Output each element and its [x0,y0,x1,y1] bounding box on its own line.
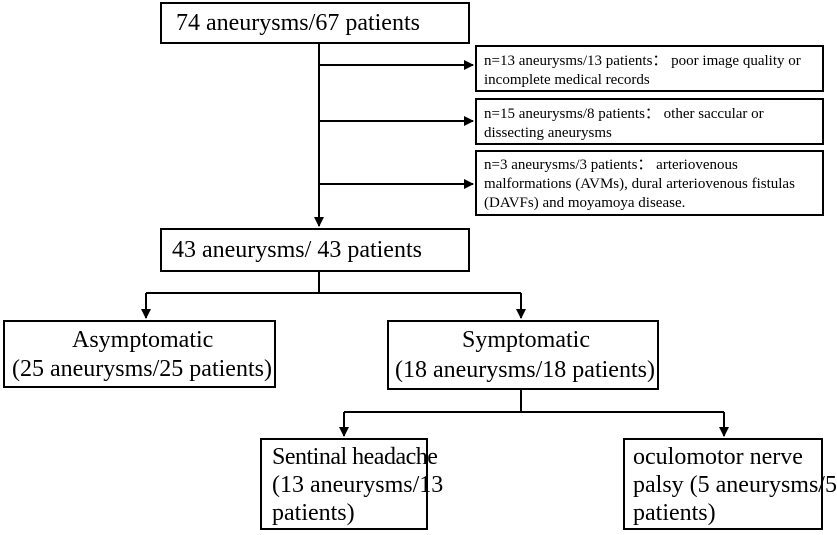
symptomatic-title: Symptomatic [462,327,590,353]
total-label: 74 aneurysms/67 patients [176,10,420,36]
asymptomatic-title: Asymptomatic [72,327,214,353]
exclusion-3-line-2: malformations (AVMs), dural arteriovenou… [484,176,795,192]
box-sentinal-headache: Sentinal headache (13 aneurysms/13 patie… [260,438,443,530]
headache-line-2: (13 aneurysms/13 [272,472,444,498]
oculomotor-line-1: oculomotor nerve [633,444,803,470]
box-exclusion-1: n=13 aneurysms/13 patients： poor image q… [475,45,824,92]
exclusion-1-line-1: n=13 aneurysms/13 patients： poor image q… [484,53,801,69]
included-label: 43 aneurysms/ 43 patients [172,237,422,263]
asymptomatic-count: (25 aneurysms/25 patients) [12,356,272,382]
box-total: 74 aneurysms/67 patients [160,2,470,44]
exclusion-3-line-3: (DAVFs) and moyamoya disease. [484,195,686,211]
oculomotor-line-3: patients) [633,500,716,526]
box-oculomotor-palsy: oculomotor nerve palsy (5 aneurysms/5 pa… [623,438,837,530]
exclusion-3-line-1: n=3 aneurysms/3 patients： arteriovenous [484,157,738,173]
headache-line-3: patients) [272,500,355,526]
headache-line-1: Sentinal headache [272,444,438,470]
box-exclusion-3: n=3 aneurysms/3 patients： arteriovenous … [475,150,824,216]
symptomatic-count: (18 aneurysms/18 patients) [395,357,655,383]
box-included: 43 aneurysms/ 43 patients [160,228,470,272]
box-asymptomatic: Asymptomatic (25 aneurysms/25 patients) [3,320,276,388]
exclusion-1-line-2: incomplete medical records [484,72,650,88]
box-symptomatic: Symptomatic (18 aneurysms/18 patients) [387,320,659,390]
oculomotor-line-2: palsy (5 aneurysms/5 [633,472,837,498]
exclusion-2-line-2: dissecting aneurysms [484,125,612,141]
exclusion-2-line-1: n=15 aneurysms/8 patients： other saccula… [484,106,764,122]
box-exclusion-2: n=15 aneurysms/8 patients： other saccula… [475,98,824,145]
